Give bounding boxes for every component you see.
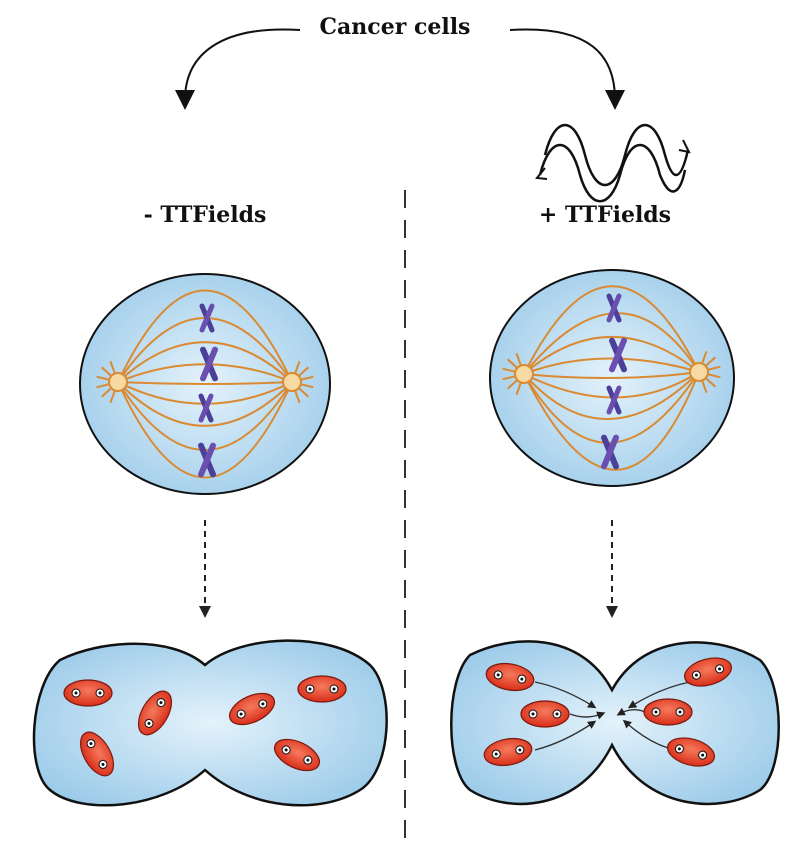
left-centrosome-a [108, 372, 128, 392]
organelle [666, 737, 716, 767]
electric-field-wave-icon [535, 123, 691, 203]
spindle-fiber [523, 371, 700, 380]
left-centrosome-b [282, 372, 302, 392]
left-organelles [63, 675, 347, 777]
chromosome [601, 434, 619, 470]
spindle-fiber [117, 381, 293, 427]
organelle [485, 662, 535, 692]
convergence-arrow [569, 711, 606, 720]
left-label: - TTFields [144, 202, 267, 228]
chromosome [609, 337, 627, 373]
chromosome [198, 442, 216, 478]
spindle-fiber [117, 363, 293, 383]
convergence-arrow [534, 681, 597, 709]
spindle-fiber [117, 381, 293, 479]
right-chromosomes [601, 293, 627, 470]
right-curved-arrow-icon [509, 28, 625, 110]
spindle-fiber [523, 371, 700, 421]
chromosome [606, 293, 622, 323]
chromosome [606, 385, 622, 415]
organelle [683, 657, 733, 687]
chromosome [200, 346, 218, 382]
left-metaphase-cell [79, 273, 331, 495]
convergence-arrow [622, 719, 669, 749]
organelle [643, 698, 693, 726]
left-dividing-cell [32, 639, 388, 807]
left-chromosomes [198, 303, 218, 478]
organelle [520, 700, 570, 728]
spindle-fiber [523, 371, 700, 471]
right-organelles [483, 657, 733, 767]
right-metaphase-cell [489, 269, 735, 487]
chromosome [199, 303, 215, 333]
right-centrosome-a [514, 364, 534, 384]
spindle-fiber [523, 336, 700, 375]
convergence-arrow [627, 681, 691, 709]
convergence-arrow [616, 707, 646, 716]
right-label: + TTFields [539, 202, 671, 228]
spindle-fiber [117, 381, 293, 385]
spindle-fiber [523, 357, 700, 375]
organelle [63, 679, 113, 707]
organelle [273, 738, 321, 772]
right-centrosome-b [689, 362, 709, 382]
organelle [228, 692, 276, 726]
organelle [79, 731, 115, 777]
right-dividing-cell [450, 640, 780, 806]
spindle-fiber [523, 285, 700, 375]
convergence-arrow [534, 720, 597, 751]
spindle-fiber [117, 341, 293, 383]
left-curved-arrow-icon [175, 28, 301, 110]
organelle [137, 690, 173, 736]
right-convergence-arrows [534, 681, 691, 751]
chromosome [198, 393, 214, 423]
diagram-title: Cancer cells [320, 14, 471, 40]
spindle-fiber [117, 289, 293, 383]
organelle [297, 675, 347, 703]
organelle [483, 737, 533, 767]
